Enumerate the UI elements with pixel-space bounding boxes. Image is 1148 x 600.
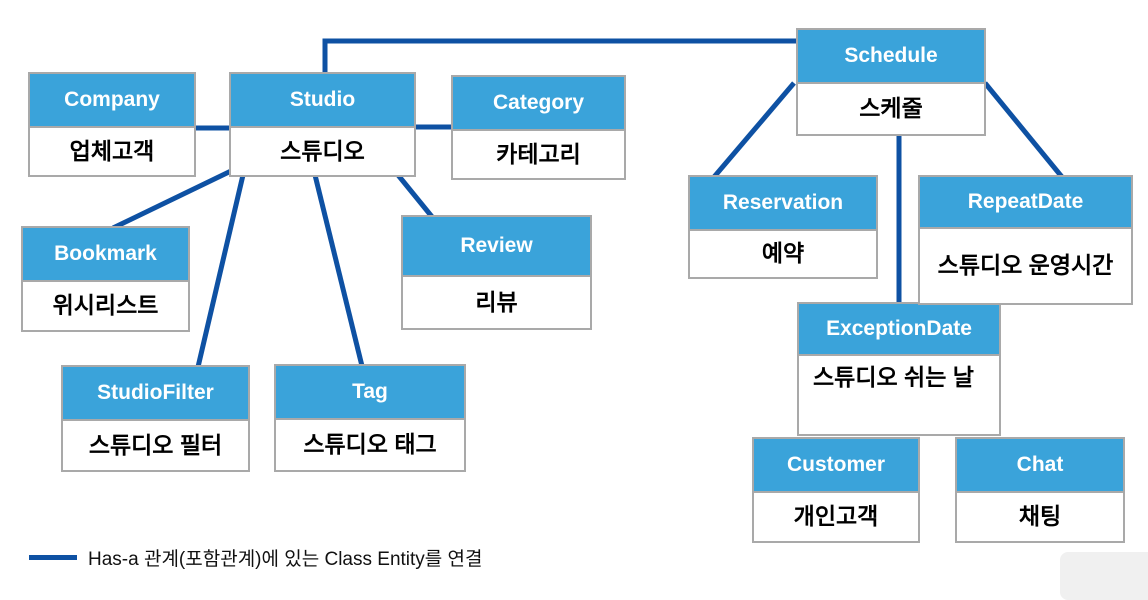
- connector-schedule-reservation: [712, 81, 796, 179]
- entity-company: Company 업체고객: [28, 72, 196, 177]
- entity-schedule-korean-label: 스케줄: [798, 84, 984, 134]
- legend: Has-a 관계(포함관계)에 있는 Class Entity를 연결: [29, 544, 483, 571]
- entity-studiofilter-name: StudioFilter: [63, 367, 248, 421]
- entity-chat: Chat 채팅: [955, 437, 1125, 543]
- entity-tag: Tag 스튜디오 태그: [274, 364, 466, 472]
- legend-label: Has-a 관계(포함관계)에 있는 Class Entity를 연결: [88, 549, 483, 570]
- entity-customer-name: Customer: [754, 439, 918, 493]
- entity-category-korean-label: 카테고리: [453, 131, 624, 178]
- entity-studio: Studio 스튜디오: [229, 72, 416, 177]
- connector-studio-tag: [312, 174, 365, 367]
- connector-studio-bookmark: [111, 168, 233, 231]
- entity-reservation-korean-label: 예약: [690, 231, 876, 277]
- entity-repeatdate-korean-label: 스튜디오 운영시간: [920, 229, 1131, 303]
- entity-schedule-name: Schedule: [798, 30, 984, 84]
- entity-chat-name: Chat: [957, 439, 1123, 493]
- connector-schedule-repeatdate: [983, 81, 1064, 179]
- entity-studiofilter-korean-label: 스튜디오 필터: [63, 421, 248, 470]
- entity-reservation-name: Reservation: [690, 177, 876, 231]
- entity-reservation: Reservation 예약: [688, 175, 878, 279]
- entity-company-korean-label: 업체고객: [30, 128, 194, 175]
- entity-company-name: Company: [30, 74, 194, 128]
- entity-bookmark-name: Bookmark: [23, 228, 188, 282]
- entity-review: Review 리뷰: [401, 215, 592, 330]
- entity-review-korean-label: 리뷰: [403, 277, 590, 328]
- entity-exceptiondate-korean-label: 스튜디오 쉬는 날: [799, 356, 999, 434]
- connector-studio-schedule: [322, 38, 798, 77]
- entity-studio-korean-label: 스튜디오: [231, 128, 414, 175]
- connector-studio-review: [396, 173, 435, 220]
- entity-tag-korean-label: 스튜디오 태그: [276, 420, 464, 470]
- entity-category: Category 카테고리: [451, 75, 626, 180]
- entity-studio-name: Studio: [231, 74, 414, 128]
- entity-chat-korean-label: 채팅: [957, 493, 1123, 541]
- entity-repeatdate: RepeatDate 스튜디오 운영시간: [918, 175, 1133, 305]
- entity-customer-korean-label: 개인고객: [754, 493, 918, 541]
- entity-category-name: Category: [453, 77, 624, 131]
- entity-exceptiondate: ExceptionDate 스튜디오 쉬는 날: [797, 302, 1001, 436]
- legend-line-swatch: [29, 555, 77, 560]
- entity-review-name: Review: [403, 217, 590, 277]
- entity-bookmark-korean-label: 위시리스트: [23, 282, 188, 330]
- entity-studiofilter: StudioFilter 스튜디오 필터: [61, 365, 250, 472]
- entity-exceptiondate-name: ExceptionDate: [799, 304, 999, 356]
- entity-repeatdate-name: RepeatDate: [920, 177, 1131, 229]
- entity-customer: Customer 개인고객: [752, 437, 920, 543]
- connector-studio-studiofilter: [195, 174, 246, 368]
- entity-schedule: Schedule 스케줄: [796, 28, 986, 136]
- entity-tag-name: Tag: [276, 366, 464, 420]
- entity-bookmark: Bookmark 위시리스트: [21, 226, 190, 332]
